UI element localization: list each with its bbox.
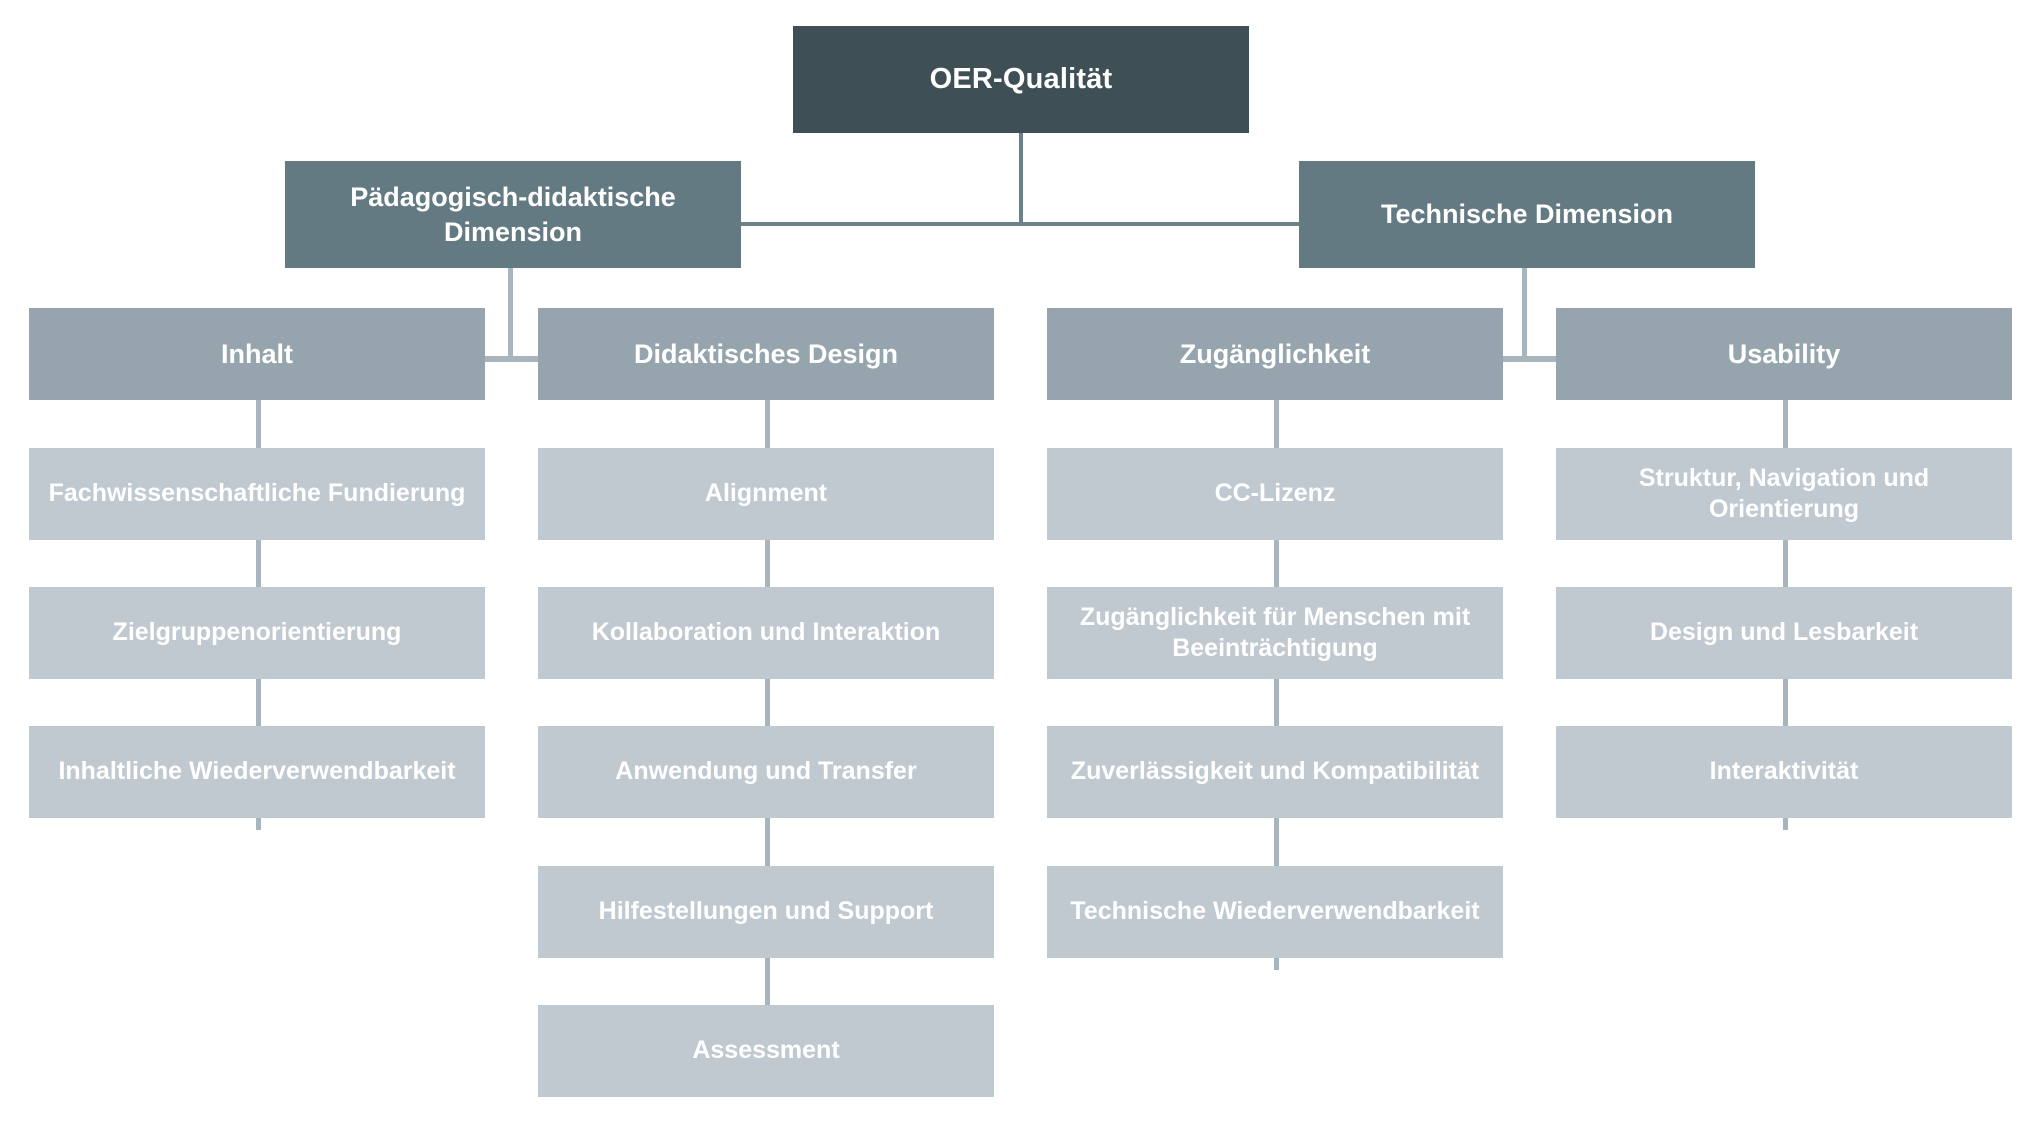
node-criterion-fachwissenschaftliche-fundierung-label: Fachwissenschaftliche Fundierung — [48, 479, 466, 508]
node-criterion-inhaltliche-wiederverwendbarkeit-label: Inhaltliche Wiederverwendbarkeit — [58, 757, 456, 786]
node-criterion-anwendung-und-transfer-label: Anwendung und Transfer — [615, 757, 917, 786]
node-root-label: OER-Qualität — [929, 63, 1113, 96]
node-criterion-cc-lizenz[interactable]: CC-Lizenz — [1047, 448, 1503, 540]
node-criterion-assessment-label: Assessment — [692, 1036, 840, 1065]
node-category-usability-label: Usability — [1727, 338, 1841, 369]
node-criterion-zuverlaessigkeit-und-kompatibilitaet-label: Zuverlässigkeit und Kompatibilität — [1070, 757, 1480, 786]
node-criterion-zuverlaessigkeit-und-kompatibilitaet[interactable]: Zuverlässigkeit und Kompatibilität — [1047, 726, 1503, 818]
connector-dimension-bus — [734, 222, 1314, 226]
node-criterion-design-und-lesbarkeit[interactable]: Design und Lesbarkeit — [1556, 587, 2012, 679]
node-criterion-zugaenglichkeit-beeintraechtigung-label: Zugänglichkeit für Menschen mit Beeinträ… — [1079, 602, 1471, 663]
node-criterion-interaktivitaet-label: Interaktivität — [1709, 757, 1859, 786]
node-criterion-hilfestellungen-und-support-label: Hilfestellungen und Support — [598, 897, 934, 926]
node-category-didaktisches-design[interactable]: Didaktisches Design — [538, 308, 994, 400]
connector-technical-stem — [1522, 268, 1527, 360]
node-criterion-alignment[interactable]: Alignment — [538, 448, 994, 540]
node-criterion-interaktivitaet[interactable]: Interaktivität — [1556, 726, 2012, 818]
node-dimension-technische-label: Technische Dimension — [1380, 199, 1674, 230]
node-criterion-cc-lizenz-label: CC-Lizenz — [1214, 479, 1336, 508]
node-criterion-alignment-label: Alignment — [704, 479, 828, 508]
node-criterion-inhaltliche-wiederverwendbarkeit[interactable]: Inhaltliche Wiederverwendbarkeit — [29, 726, 485, 818]
node-criterion-technische-wiederverwendbarkeit-label: Technische Wiederverwendbarkeit — [1070, 897, 1480, 926]
node-category-zugaenglichkeit-label: Zugänglichkeit — [1179, 338, 1371, 369]
node-criterion-anwendung-und-transfer[interactable]: Anwendung und Transfer — [538, 726, 994, 818]
node-criterion-fachwissenschaftliche-fundierung[interactable]: Fachwissenschaftliche Fundierung — [29, 448, 485, 540]
node-criterion-zielgruppenorientierung[interactable]: Zielgruppenorientierung — [29, 587, 485, 679]
node-category-didaktisches-design-label: Didaktisches Design — [633, 338, 899, 369]
connector-zugaenglichkeit-spine — [1274, 400, 1279, 970]
node-criterion-struktur-navigation-orientierung[interactable]: Struktur, Navigation und Orientierung — [1556, 448, 2012, 540]
node-criterion-assessment[interactable]: Assessment — [538, 1005, 994, 1097]
node-dimension-paedagogisch-didaktisch[interactable]: Pädagogisch-didaktische Dimension — [285, 161, 741, 268]
node-root-oer-qualitaet[interactable]: OER-Qualität — [793, 26, 1249, 133]
node-dimension-paedagogisch-didaktisch-label: Pädagogisch-didaktische Dimension — [350, 182, 676, 247]
node-criterion-zugaenglichkeit-beeintraechtigung[interactable]: Zugänglichkeit für Menschen mit Beeinträ… — [1047, 587, 1503, 679]
node-category-inhalt-label: Inhalt — [221, 338, 293, 369]
connector-root-stem — [1019, 133, 1023, 225]
node-criterion-kollaboration-und-interaktion-label: Kollaboration und Interaktion — [591, 618, 941, 647]
node-category-inhalt[interactable]: Inhalt — [29, 308, 485, 400]
node-criterion-design-und-lesbarkeit-label: Design und Lesbarkeit — [1649, 618, 1919, 647]
node-category-usability[interactable]: Usability — [1556, 308, 2012, 400]
node-criterion-technische-wiederverwendbarkeit[interactable]: Technische Wiederverwendbarkeit — [1047, 866, 1503, 958]
connector-technical-category-bus — [1487, 356, 1607, 362]
node-criterion-kollaboration-und-interaktion[interactable]: Kollaboration und Interaktion — [538, 587, 994, 679]
node-criterion-zielgruppenorientierung-label: Zielgruppenorientierung — [112, 618, 402, 647]
node-criterion-struktur-navigation-orientierung-label: Struktur, Navigation und Orientierung — [1638, 463, 1930, 524]
node-category-zugaenglichkeit[interactable]: Zugänglichkeit — [1047, 308, 1503, 400]
node-criterion-hilfestellungen-und-support[interactable]: Hilfestellungen und Support — [538, 866, 994, 958]
connector-pedagogical-stem — [508, 268, 513, 360]
node-dimension-technische[interactable]: Technische Dimension — [1299, 161, 1755, 268]
connector-pedagogical-category-bus — [466, 356, 586, 362]
